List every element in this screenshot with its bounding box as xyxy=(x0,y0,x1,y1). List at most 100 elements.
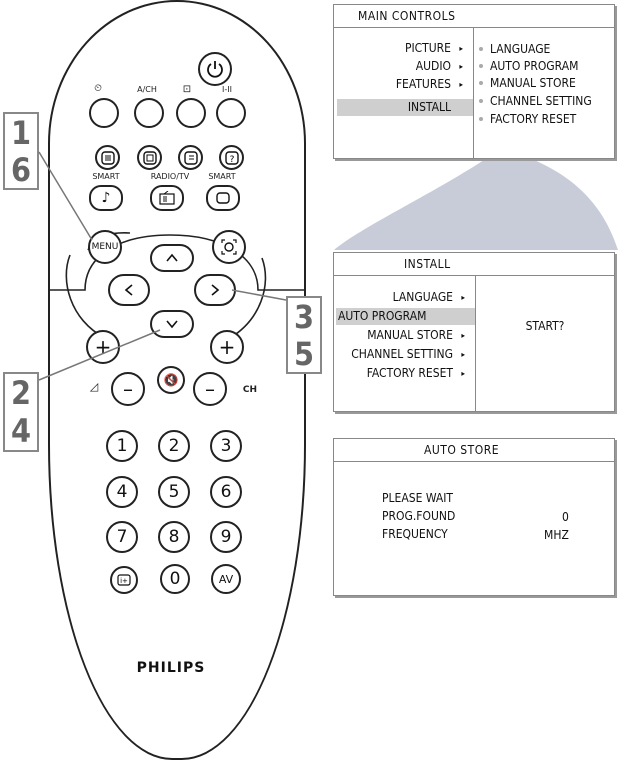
help-icon: ? xyxy=(224,150,239,165)
submenu-item-label: LANGUAGE xyxy=(490,42,551,56)
volume-icon: ◿ xyxy=(89,380,99,393)
dual-button[interactable] xyxy=(216,98,246,128)
step-number: 1 xyxy=(10,113,32,152)
menu-item-label: FEATURES xyxy=(395,77,451,91)
menu-item-label: INSTALL xyxy=(407,100,451,114)
teletext-icon xyxy=(100,150,115,165)
step-number: 2 xyxy=(10,374,32,412)
radio-tv-label: RADIO/TV xyxy=(150,172,190,181)
menu-item-label: CHANNEL SETTING xyxy=(351,347,453,361)
menu-item-label: FACTORY RESET xyxy=(366,366,453,380)
channel-label: CH xyxy=(242,385,258,395)
menu-item-auto-program[interactable]: AUTO PROGRAM xyxy=(336,308,475,325)
mix-button[interactable] xyxy=(137,145,162,170)
active-control-button[interactable] xyxy=(212,230,246,264)
number-3-button[interactable]: 3 xyxy=(210,430,242,462)
menu-title: AUTO STORE xyxy=(334,439,614,462)
index-icon xyxy=(183,150,198,165)
arrow-right-icon: ▸ xyxy=(461,331,465,340)
menu-item-language[interactable]: LANGUAGE▸ xyxy=(334,289,475,306)
number-2-button[interactable]: 2 xyxy=(158,430,190,462)
prog-found-value: 0 xyxy=(562,510,569,524)
step-callout-3-5: 3 5 xyxy=(286,296,322,374)
smart-picture-button[interactable] xyxy=(206,185,240,211)
arrow-right-icon: ▸ xyxy=(459,62,463,71)
menu-item-channel-setting[interactable]: CHANNEL SETTING▸ xyxy=(334,346,475,363)
number-4-button[interactable]: 4 xyxy=(106,476,138,508)
av-label: AV xyxy=(218,572,234,586)
number-5-button[interactable]: 5 xyxy=(158,476,190,508)
submenu-item[interactable]: MANUAL STORE xyxy=(474,75,576,91)
menu-item-features[interactable]: FEATURES▸ xyxy=(334,76,473,93)
install-menu-list: LANGUAGE▸ AUTO PROGRAM MANUAL STORE ▸ CHA… xyxy=(334,275,476,411)
mute-button[interactable]: 🔇 xyxy=(157,366,185,394)
submenu-item-label: CHANNEL SETTING xyxy=(490,94,592,108)
av-button[interactable]: AV xyxy=(211,564,241,594)
submenu-item[interactable]: AUTO PROGRAM xyxy=(474,58,578,74)
step-callout-2-4: 2 4 xyxy=(3,372,39,452)
chevron-up-icon xyxy=(166,253,178,262)
menu-item-picture[interactable]: PICTURE▸ xyxy=(334,40,473,57)
bullet-icon xyxy=(479,81,483,85)
info-button[interactable]: i+ xyxy=(110,566,138,594)
menu-title: MAIN CONTROLS xyxy=(334,5,614,28)
up-arrow-button[interactable] xyxy=(150,244,194,272)
radio-tv-icon xyxy=(159,191,175,205)
step-number: 4 xyxy=(10,412,32,450)
remote-control: ⏲ A/CH ⊡ I-II ? SMART RADIO/TV SMART ♪ M… xyxy=(48,0,306,760)
channel-up-button[interactable]: + xyxy=(210,330,244,364)
submenu-item[interactable]: FACTORY RESET xyxy=(474,111,576,127)
minus-icon: – xyxy=(123,377,133,401)
menu-item-install[interactable]: INSTALL xyxy=(337,99,473,116)
menu-item-label: AUDIO xyxy=(415,59,451,73)
submenu-item-label: MANUAL STORE xyxy=(490,76,576,90)
number-9-button[interactable]: 9 xyxy=(210,521,242,553)
smart-picture-label: SMART xyxy=(208,172,236,181)
format-icon: ⊡ xyxy=(182,84,192,95)
radio-tv-button[interactable] xyxy=(150,185,184,211)
menu-item-manual-store[interactable]: MANUAL STORE ▸ xyxy=(334,327,475,344)
number-8-button[interactable]: 8 xyxy=(158,521,190,553)
main-menu-list: PICTURE▸ AUDIO ▸ FEATURES▸ INSTALL xyxy=(334,27,474,158)
ach-button[interactable] xyxy=(134,98,164,128)
remote-body xyxy=(48,0,306,760)
step-number: 3 xyxy=(293,297,315,336)
left-arrow-button[interactable] xyxy=(108,274,150,306)
menu-item-label: MANUAL STORE xyxy=(367,328,453,342)
sleep-button[interactable] xyxy=(89,98,119,128)
main-controls-menu: MAIN CONTROLS PICTURE▸ AUDIO ▸ FEATURES▸ … xyxy=(333,4,615,159)
submenu-item[interactable]: LANGUAGE xyxy=(474,41,550,57)
down-arrow-button[interactable] xyxy=(150,310,194,338)
music-note-icon: ♪ xyxy=(101,190,111,206)
channel-down-button[interactable]: – xyxy=(193,372,227,406)
menu-button[interactable]: MENU xyxy=(88,230,122,264)
status-line-prog-found: PROG.FOUND xyxy=(382,509,456,523)
teletext-button[interactable] xyxy=(95,145,120,170)
mute-icon: 🔇 xyxy=(163,373,179,387)
format-button[interactable] xyxy=(176,98,206,128)
screen-icon xyxy=(216,192,230,204)
start-prompt: START? xyxy=(525,319,565,333)
install-menu: INSTALL LANGUAGE▸ AUTO PROGRAM MANUAL ST… xyxy=(333,252,615,412)
bullet-icon xyxy=(479,47,483,51)
svg-text:?: ? xyxy=(229,155,234,165)
install-submenu-preview: LANGUAGE AUTO PROGRAM MANUAL STORE CHANN… xyxy=(474,27,614,158)
help-button[interactable]: ? xyxy=(219,145,244,170)
number-0-button[interactable]: 0 xyxy=(160,564,190,594)
step-callout-1-6: 1 6 xyxy=(3,112,39,190)
number-1-button[interactable]: 1 xyxy=(106,430,138,462)
power-button[interactable] xyxy=(198,52,232,86)
chevron-down-icon xyxy=(166,320,178,329)
smart-sound-button[interactable]: ♪ xyxy=(89,185,123,211)
submenu-item[interactable]: CHANNEL SETTING xyxy=(474,93,592,109)
menu-item-audio[interactable]: AUDIO ▸ xyxy=(334,58,473,75)
step-number: 6 xyxy=(10,150,32,189)
number-6-button[interactable]: 6 xyxy=(210,476,242,508)
minus-icon: – xyxy=(205,377,215,401)
menu-item-factory-reset[interactable]: FACTORY RESET▸ xyxy=(334,365,475,382)
number-7-button[interactable]: 7 xyxy=(106,521,138,553)
volume-down-button[interactable]: – xyxy=(111,372,145,406)
index-button[interactable] xyxy=(178,145,203,170)
